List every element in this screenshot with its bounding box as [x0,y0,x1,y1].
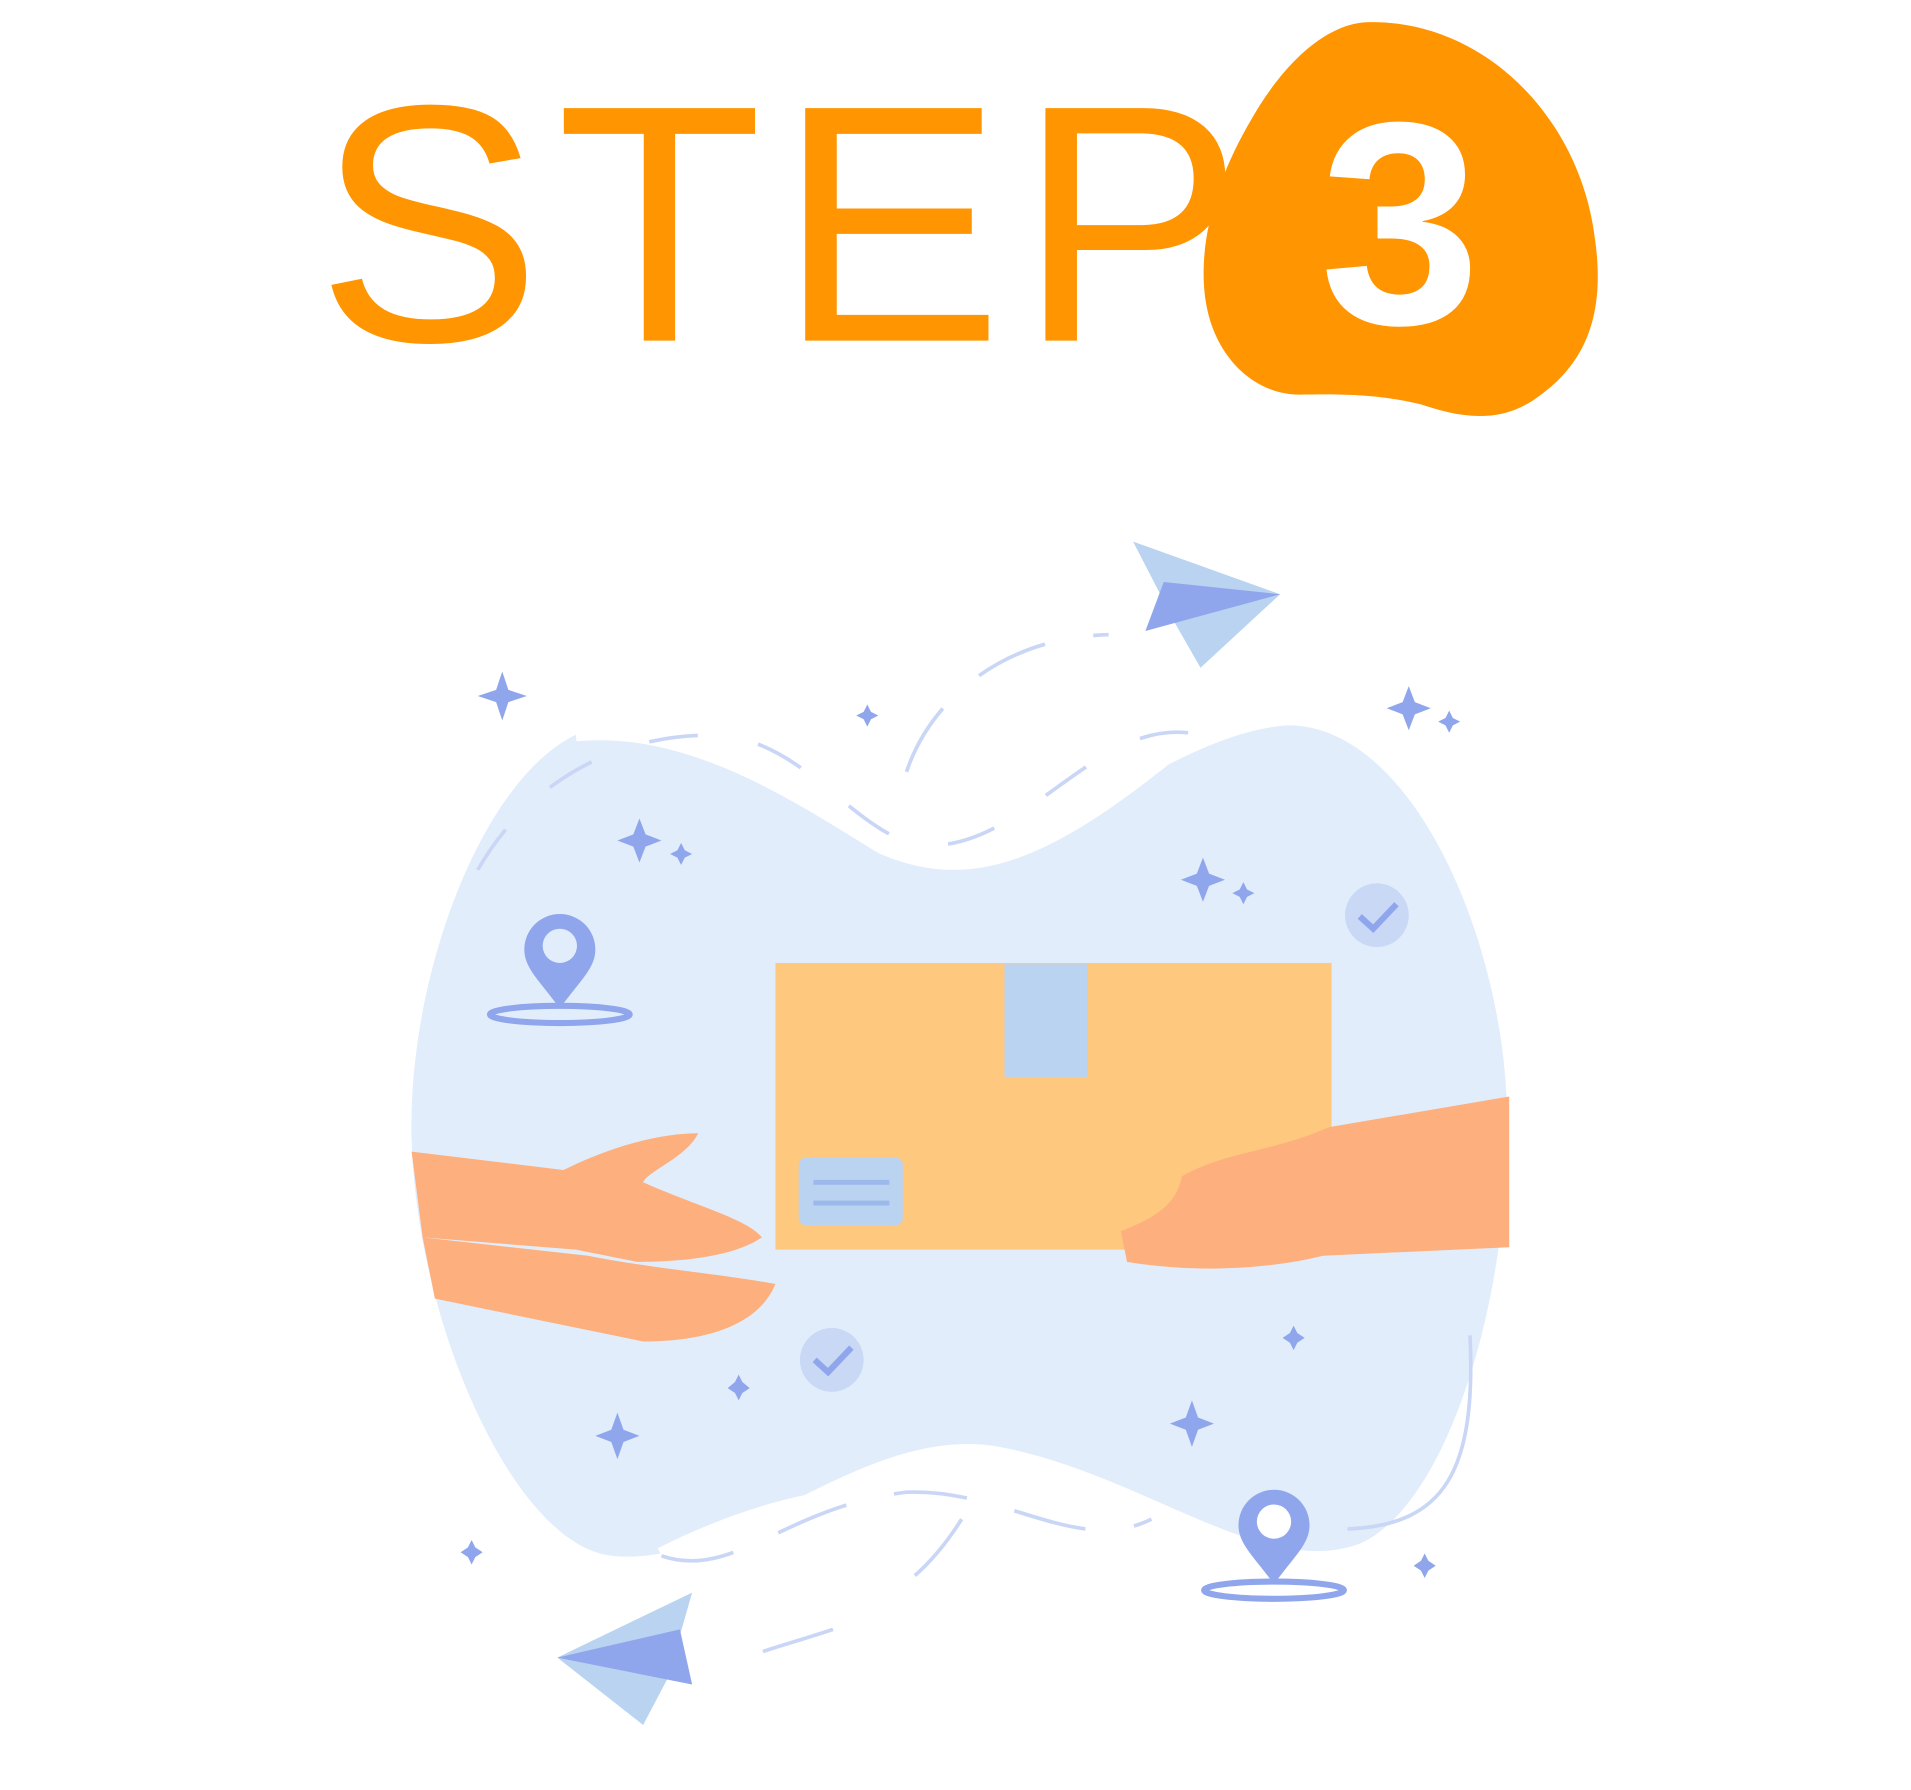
package-tape [1004,964,1088,1077]
check-badge-icon [799,1328,864,1392]
package-handover-icon [411,541,1510,1725]
wave-line [657,1486,1157,1564]
dashed-path [904,632,1109,773]
left-lower-hand-icon [422,1237,776,1342]
location-pin-icon [486,913,633,1027]
dashed-path [476,730,1201,871]
dashed-path [1347,1335,1473,1531]
dashed-path [660,1490,1153,1563]
right-hand-icon [1120,1096,1510,1269]
location-pin-icon [1201,1489,1347,1602]
number-blob [1203,22,1598,417]
wave-line [574,723,1182,870]
check-badge-icon [1345,883,1409,948]
step-number: 3 [1320,63,1481,386]
dashed-path [749,1518,964,1659]
left-hand-icon [411,1133,762,1262]
step-label: STEP [316,35,1258,413]
sparkle-icons [460,671,1461,1578]
package-label [798,1157,903,1226]
paper-plane-icon [557,1592,693,1725]
paper-plane-icon [1133,541,1281,668]
